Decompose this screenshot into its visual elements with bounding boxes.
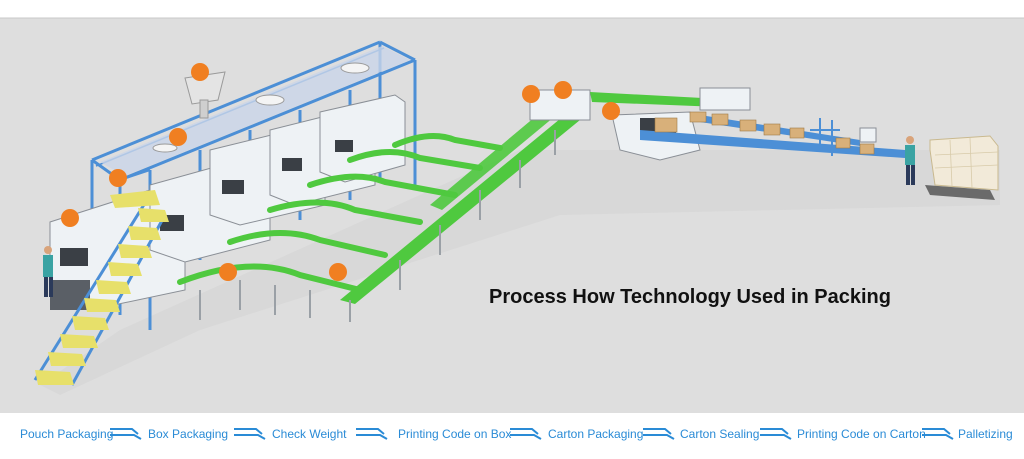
double-chevron-arrow-icon	[510, 428, 542, 440]
step-printing-code-on-carton: Printing Code on Carton	[797, 427, 926, 441]
step-carton-sealing: Carton Sealing	[680, 427, 760, 441]
double-chevron-arrow-icon	[356, 428, 388, 440]
step-palletizing: Palletizing	[958, 427, 1013, 441]
green-conveyors	[177, 133, 503, 293]
conveyor-supports	[199, 130, 556, 322]
marker-upper-frame	[169, 128, 187, 146]
marker-carton-sealing	[602, 102, 620, 120]
carton-packing-section	[529, 87, 905, 161]
marker-frame-left	[109, 169, 127, 187]
step-markers	[61, 63, 620, 281]
marker-box-packaging	[219, 263, 237, 281]
step-check-weight: Check Weight	[272, 427, 347, 441]
worker-left	[43, 246, 53, 297]
double-chevron-arrow-icon	[234, 428, 266, 440]
double-chevron-arrow-icon	[110, 428, 142, 440]
diagram-title: Process How Technology Used in Packing	[489, 286, 891, 308]
marker-printing-box	[522, 85, 540, 103]
process-steps-bar: Pouch Packaging Box Packaging Check Weig…	[0, 420, 1024, 450]
marker-pouch-machine	[61, 209, 79, 227]
access-stairs	[33, 190, 169, 386]
double-chevron-arrow-icon	[760, 428, 792, 440]
double-chevron-arrow-icon	[643, 428, 675, 440]
step-pouch-packaging: Pouch Packaging	[20, 427, 114, 441]
marker-carton-packaging	[554, 81, 572, 99]
marker-hopper	[191, 63, 209, 81]
worker-right	[905, 136, 915, 185]
secondary-incline-conveyor	[430, 106, 560, 210]
double-chevron-arrow-icon	[922, 428, 954, 440]
feed-hopper	[152, 62, 370, 153]
palletized-cartons	[925, 135, 999, 200]
marker-check-weight	[329, 263, 347, 281]
step-box-packaging: Box Packaging	[148, 427, 229, 441]
step-carton-packaging: Carton Packaging	[548, 427, 644, 441]
step-printing-code-on-box: Printing Code on Box	[398, 427, 512, 441]
floor-shadow	[40, 150, 1000, 395]
